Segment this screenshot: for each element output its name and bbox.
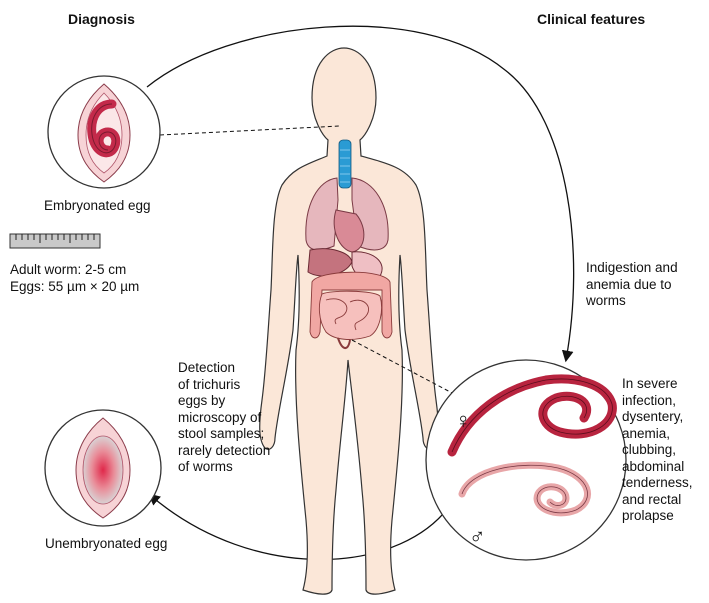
lifecycle-arrow-top [146, 25, 575, 363]
trachea [338, 139, 352, 189]
ruler-icon [9, 233, 101, 249]
pointer-intestine [351, 339, 455, 395]
male-symbol-icon: ♂ [469, 524, 486, 549]
adult-worm-size: Adult worm: 2-5 cm [10, 262, 127, 277]
embryonated-egg-label: Embryonated egg [44, 198, 151, 213]
egg-size: Eggs: 55 µm × 20 µm [10, 279, 140, 294]
indigestion-note: Indigestion and anemia due to worms [586, 260, 678, 308]
diagnosis-header: Diagnosis [68, 11, 135, 27]
pointer-embryonated [159, 125, 341, 136]
adult-worms-icon [425, 359, 627, 561]
diagnosis-note: Detection of trichuris eggs by microscop… [178, 360, 271, 474]
intestines [309, 271, 393, 349]
lifecycle-arrow-bottom [148, 493, 454, 561]
clinical-features-header: Clinical features [537, 11, 646, 27]
female-symbol-icon: ♀ [455, 408, 472, 433]
unembryonated-egg-icon [44, 409, 162, 527]
unembryonated-egg-label: Unembryonated egg [45, 536, 168, 551]
embryonated-egg-icon [47, 75, 161, 189]
severe-infection-note: In severe infection, dysentery, anemia, … [622, 376, 693, 523]
